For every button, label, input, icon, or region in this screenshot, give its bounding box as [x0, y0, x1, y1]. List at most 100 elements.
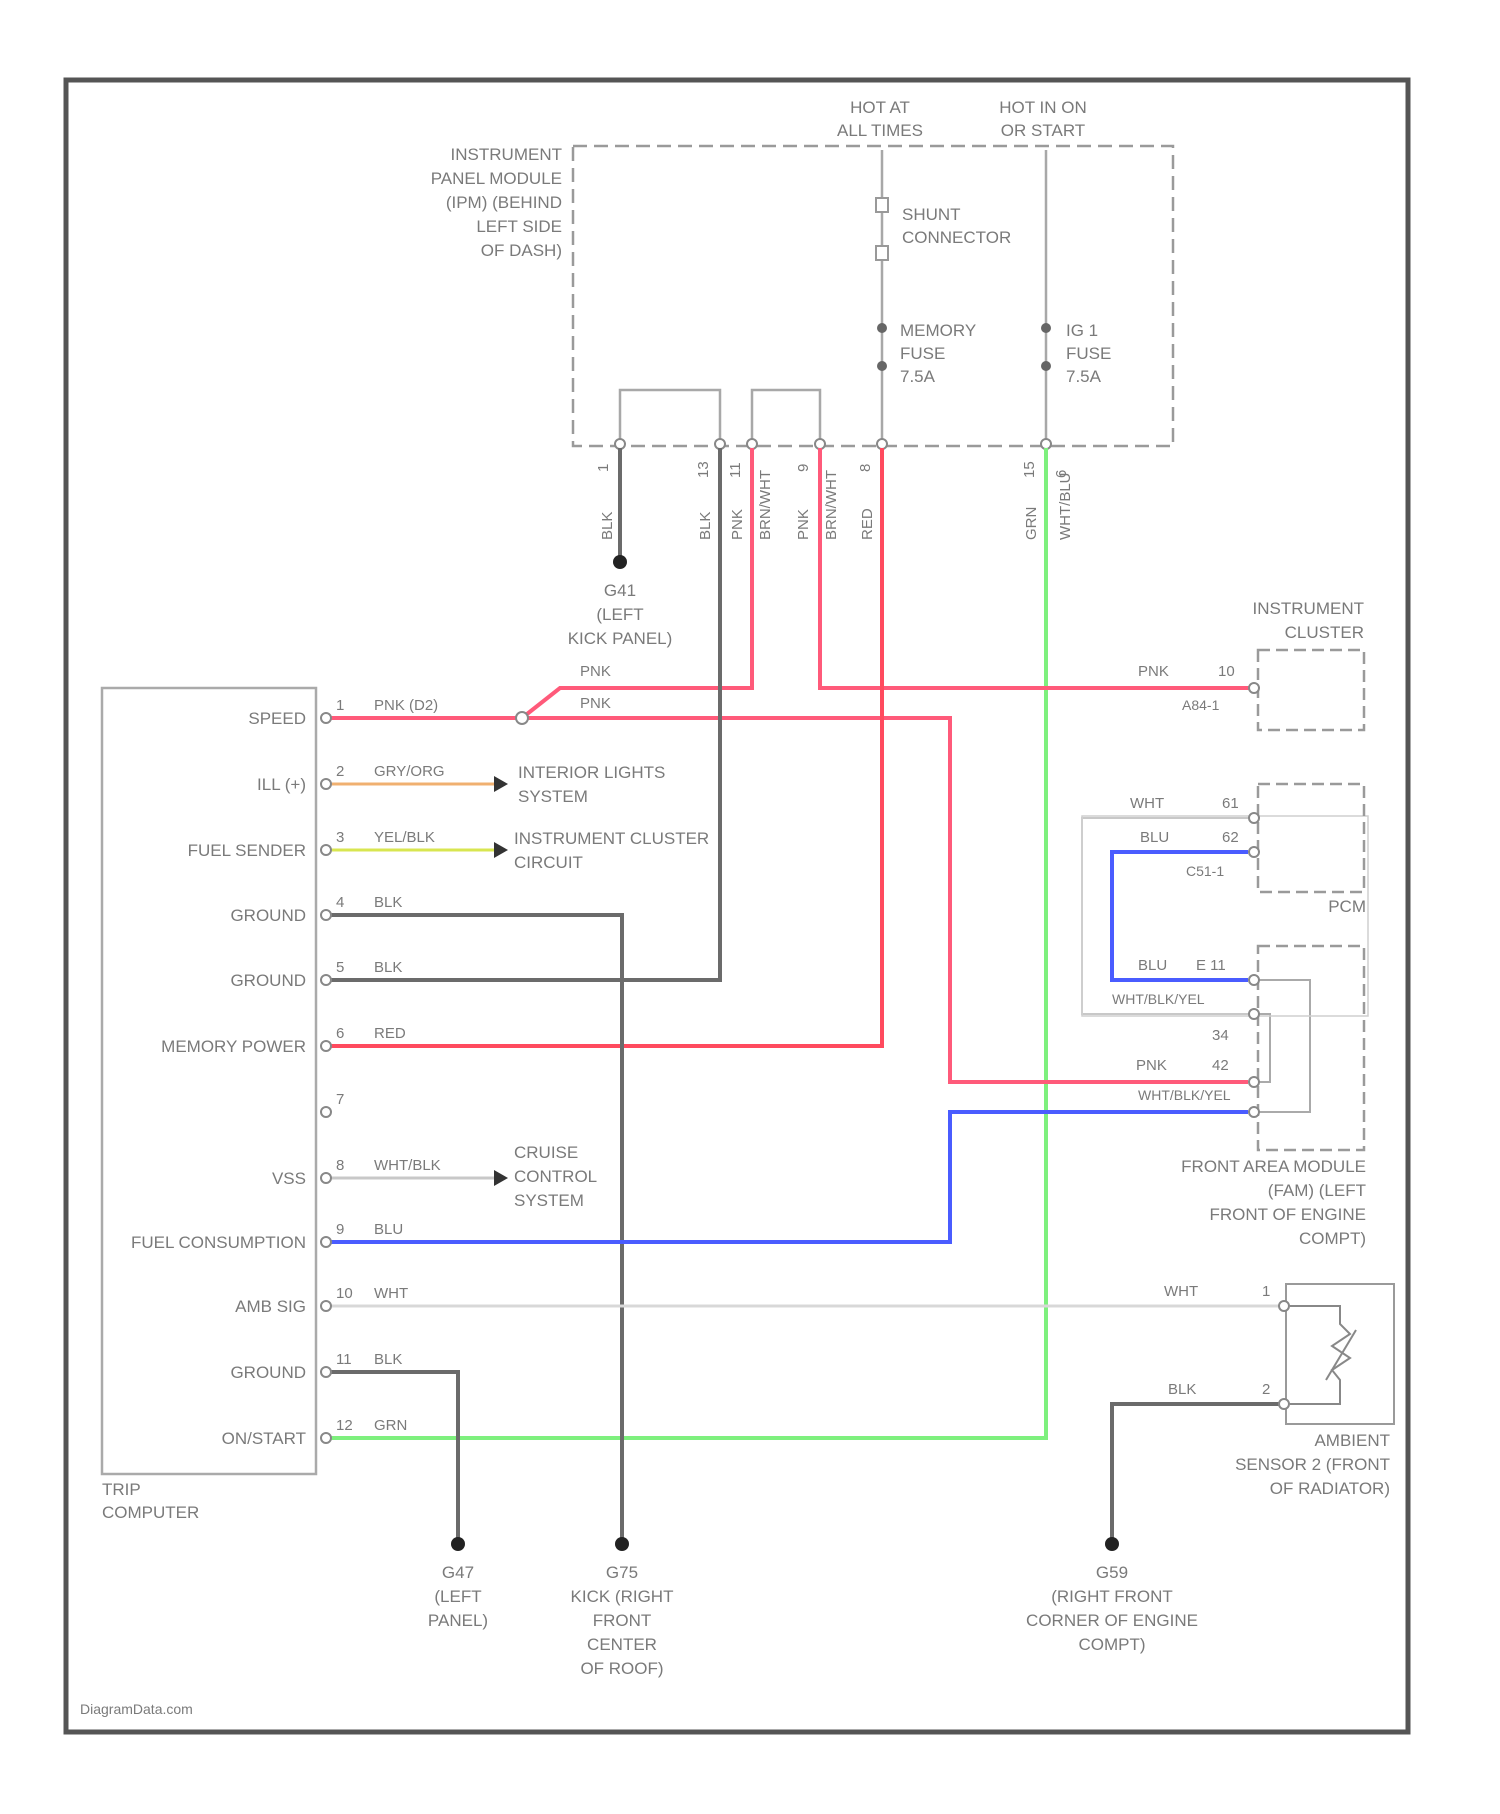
fam-pin-3	[1249, 1077, 1259, 1087]
svg-text:(FAM) (LEFT: (FAM) (LEFT	[1268, 1181, 1366, 1200]
svg-text:OR START: OR START	[1001, 121, 1085, 140]
svg-text:34: 34	[1212, 1027, 1229, 1044]
svg-text:BLK: BLK	[697, 512, 714, 540]
svg-text:C51-1: C51-1	[1186, 863, 1224, 879]
pin-wire-color: BLK	[374, 894, 402, 911]
trip-computer-pin-9: FUEL CONSUMPTION 9 BLU	[131, 1221, 403, 1252]
svg-text:PNK: PNK	[729, 509, 746, 540]
svg-text:PNK: PNK	[795, 509, 812, 540]
pin-number: 10	[336, 1285, 353, 1302]
pin-name: GROUND	[230, 906, 306, 925]
instrument-cluster-label: INSTRUMENT CLUSTER	[1253, 599, 1364, 642]
wire-cluster-speed	[820, 448, 1250, 688]
pin-number: 6	[336, 1025, 344, 1042]
svg-text:(LEFT: (LEFT	[434, 1587, 481, 1606]
pin-connector	[321, 1107, 331, 1117]
svg-text:CONNECTOR: CONNECTOR	[902, 228, 1011, 247]
svg-text:FRONT: FRONT	[593, 1611, 652, 1630]
pin-name: GROUND	[230, 971, 306, 990]
svg-text:SYSTEM: SYSTEM	[518, 787, 588, 806]
pin-connector	[321, 1041, 331, 1051]
svg-text:BLU: BLU	[1140, 829, 1169, 846]
pin-number: 1	[336, 697, 344, 714]
svg-text:SYSTEM: SYSTEM	[514, 1191, 584, 1210]
pin-name: FUEL CONSUMPTION	[131, 1233, 306, 1252]
wire-ground-11	[330, 1372, 458, 1540]
svg-text:FRONT AREA MODULE: FRONT AREA MODULE	[1181, 1157, 1366, 1176]
pin-name: FUEL SENDER	[188, 841, 306, 860]
svg-text:WHT/BLU: WHT/BLU	[1057, 473, 1074, 541]
svg-text:7.5A: 7.5A	[1066, 367, 1102, 386]
svg-text:G75: G75	[606, 1563, 638, 1582]
svg-text:CORNER OF ENGINE: CORNER OF ENGINE	[1026, 1611, 1198, 1630]
svg-text:IG 1: IG 1	[1066, 321, 1098, 340]
svg-text:SENSOR 2 (FRONT: SENSOR 2 (FRONT	[1235, 1455, 1390, 1474]
trip-computer-pin-7: 7	[321, 1091, 344, 1117]
pin-number: 7	[336, 1091, 344, 1108]
pin-name: ILL (+)	[257, 775, 306, 794]
pin-wire-color: YEL/BLK	[374, 829, 435, 846]
svg-text:BLU: BLU	[1138, 957, 1167, 974]
pin-name: MEMORY POWER	[161, 1037, 306, 1056]
trip-computer-pin-6: MEMORY POWER 6 RED	[161, 1025, 406, 1056]
ambient-label: AMBIENT SENSOR 2 (FRONT OF RADIATOR)	[1235, 1431, 1390, 1498]
pin-number: 5	[336, 959, 344, 976]
svg-text:G59: G59	[1096, 1563, 1128, 1582]
svg-text:COMPUTER: COMPUTER	[102, 1503, 199, 1522]
svg-text:11: 11	[727, 462, 744, 478]
pin-wire-color: PNK (D2)	[374, 697, 438, 714]
svg-text:HOT AT: HOT AT	[850, 98, 910, 117]
instrument-cluster-box	[1258, 650, 1364, 730]
ig1-fuse: IG 1 FUSE 7.5A	[1041, 321, 1111, 386]
ipm-box	[573, 146, 1173, 446]
svg-text:RED: RED	[859, 508, 876, 540]
trip-computer-pin-2: ILL (+)2GRY/ORG	[257, 763, 445, 794]
fam-internal-2	[1252, 1014, 1270, 1082]
ground-g47: G47 (LEFT PANEL)	[428, 1537, 488, 1630]
fam-internal	[1252, 980, 1310, 1112]
svg-text:1: 1	[595, 464, 612, 472]
svg-text:PNK: PNK	[580, 695, 611, 712]
svg-text:KICK (RIGHT: KICK (RIGHT	[571, 1587, 674, 1606]
instrument-cluster-circuit-arrow: INSTRUMENT CLUSTER CIRCUIT	[494, 829, 709, 872]
thermistor-arrow	[1326, 1330, 1356, 1380]
ground-g41: G41 (LEFT KICK PANEL)	[568, 555, 673, 648]
svg-text:(RIGHT FRONT: (RIGHT FRONT	[1051, 1587, 1173, 1606]
svg-text:COMPT): COMPT)	[1078, 1635, 1145, 1654]
svg-text:TRIP: TRIP	[102, 1480, 141, 1499]
svg-text:OF DASH): OF DASH)	[481, 241, 562, 260]
fam-pin-2	[1249, 1009, 1259, 1019]
pin-number: 9	[336, 1221, 344, 1238]
svg-text:CIRCUIT: CIRCUIT	[514, 853, 583, 872]
pin-number: 12	[336, 1417, 353, 1434]
svg-text:INTERIOR LIGHTS: INTERIOR LIGHTS	[518, 763, 665, 782]
svg-text:KICK PANEL): KICK PANEL)	[568, 629, 673, 648]
trip-computer-label: TRIP COMPUTER	[102, 1480, 199, 1522]
svg-text:MEMORY: MEMORY	[900, 321, 976, 340]
svg-text:GRN: GRN	[1023, 507, 1040, 540]
svg-text:PANEL): PANEL)	[428, 1611, 488, 1630]
svg-text:1: 1	[1262, 1283, 1270, 1300]
pin-wire-color: RED	[374, 1025, 406, 1042]
pin-number: 2	[336, 763, 344, 780]
interior-lights-arrow: INTERIOR LIGHTS SYSTEM	[494, 763, 665, 806]
trip-computer-pin-12: ON/START12GRN	[222, 1417, 408, 1448]
pcm-dashed-box	[1258, 784, 1364, 892]
svg-text:A84-1: A84-1	[1182, 697, 1220, 713]
svg-text:FUSE: FUSE	[1066, 344, 1111, 363]
pcm-label: PCM	[1328, 897, 1366, 916]
svg-text:E 11: E 11	[1196, 957, 1226, 974]
pin-wire-color: BLU	[374, 1221, 403, 1238]
svg-text:PNK: PNK	[1138, 663, 1169, 680]
svg-text:COMPT): COMPT)	[1299, 1229, 1366, 1248]
cruise-control-arrow: CRUISE CONTROL SYSTEM	[494, 1143, 597, 1210]
svg-text:WHT/BLK/YEL: WHT/BLK/YEL	[1138, 1087, 1231, 1103]
pin-connector	[321, 779, 331, 789]
pin-name: VSS	[272, 1169, 306, 1188]
svg-text:CENTER: CENTER	[587, 1635, 657, 1654]
svg-text:8: 8	[857, 464, 874, 472]
svg-text:15: 15	[1021, 461, 1038, 478]
